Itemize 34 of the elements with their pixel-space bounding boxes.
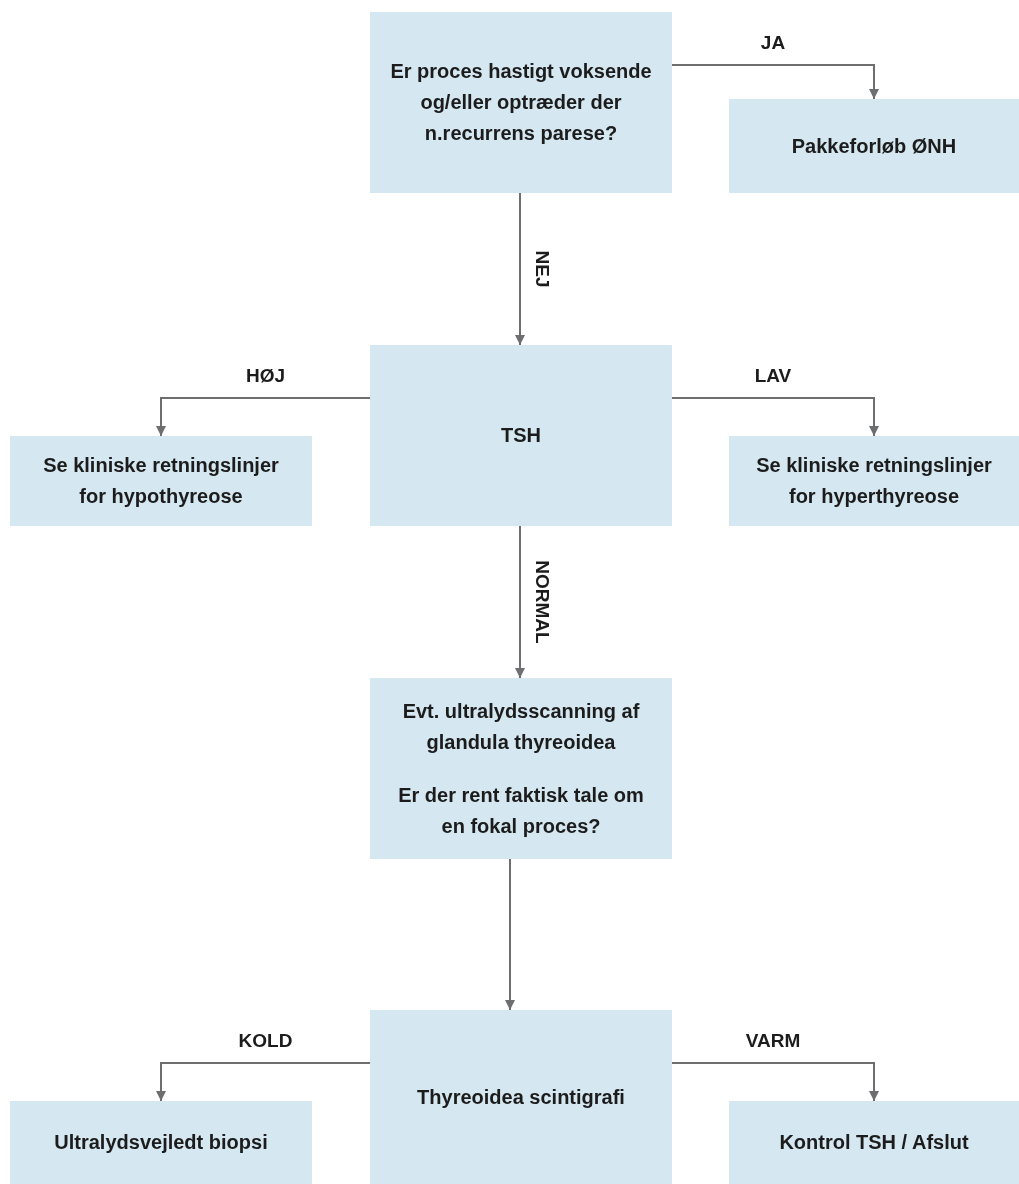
process-box [370,678,672,859]
process-box [370,345,672,526]
process-box [10,1101,312,1184]
edge-label: NORMAL [531,560,553,644]
box-text: Thyreoidea scintigrafi [417,1084,625,1110]
box-text: Se kliniske retningslinjer for hypothyreose [42,453,280,509]
edge-label: LAV [754,365,792,387]
process-box [10,436,312,526]
process-box [729,99,1019,193]
edge-label: VARM [745,1030,801,1052]
edge-label: HØJ [245,365,286,387]
process-box [729,1101,1019,1184]
arrow [515,192,525,346]
box-text: Er der rent faktisk tale om en fokal proces? [397,782,645,839]
arrow [156,397,371,437]
process-box [370,1010,672,1184]
edge-label: KOLD [238,1030,293,1052]
arrow [515,525,525,679]
arrow [505,858,515,1011]
arrow [671,397,879,437]
box-text: Evt. ultralydsscanning af glandula thyreoidea [401,698,641,755]
box-text: TSH [501,423,541,448]
edge-label: NEJ [531,250,553,288]
box-text: Ultralydsvejledt biopsi [54,1130,268,1155]
box-text: Se kliniske retningslinjer for hyperthyreose [755,453,993,509]
process-box [729,436,1019,526]
box-text: Pakkeforløb ØNH [791,133,957,159]
arrow [156,1062,371,1102]
box-text: Kontrol TSH / Afslut [779,1130,969,1155]
arrow [671,1062,879,1102]
box-text: Er proces hastigt voksende og/eller optræder der n.recurrens parese? [389,59,653,146]
process-box [370,12,672,193]
arrow [671,64,879,100]
edge-label: JA [760,32,786,54]
